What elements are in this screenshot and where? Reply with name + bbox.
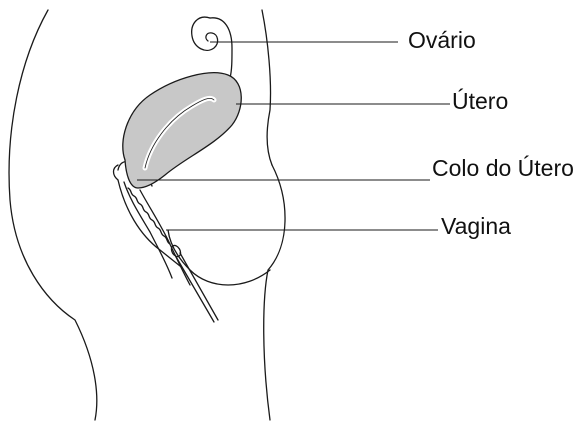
label-uterus: Útero [452,90,508,113]
thigh-outline [264,165,285,420]
buttock-outline [114,165,119,180]
uterus-shape [123,73,241,188]
perineum-outline [118,180,180,266]
abdomen-outline [262,10,272,165]
label-cervix: Colo do Útero [432,157,574,180]
back-outline [9,10,97,420]
swab-stick [175,253,218,322]
ovary-shape [192,17,218,50]
inner-thigh-outline [168,230,270,285]
label-ovary: Ovário [408,29,476,52]
label-vagina: Vagina [441,215,511,238]
vaginal-wall-back [124,182,172,278]
vaginal-rugae [128,188,170,244]
